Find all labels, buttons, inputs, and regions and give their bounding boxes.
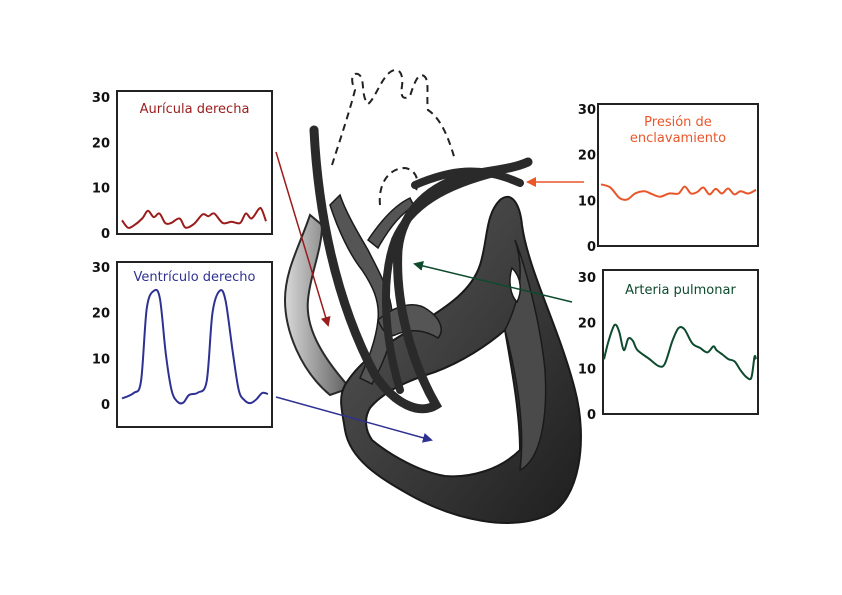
panel-title: Arteria pulmonar — [625, 283, 736, 298]
heart-illustration — [283, 69, 582, 524]
pressure-trace — [121, 206, 267, 229]
vena-cava — [283, 213, 352, 397]
y-tick-label: 20 — [92, 307, 110, 322]
arrow-arteria-pulmonar — [413, 261, 573, 303]
panel-title: enclavamiento — [630, 131, 726, 146]
panel-frame — [597, 103, 759, 247]
panel-frame — [602, 269, 759, 415]
y-tick-label: 30 — [92, 261, 110, 276]
panel-frame — [116, 90, 273, 235]
y-tick-label: 30 — [578, 103, 596, 118]
aorta-dashed-outline — [331, 69, 456, 166]
swan-ganz-catheter — [309, 125, 533, 414]
y-tick-label: 0 — [101, 227, 110, 242]
swan-ganz-catheter-inner — [381, 168, 502, 394]
y-tick-label: 20 — [578, 149, 596, 164]
arrow-ventriculo-derecho — [275, 396, 433, 443]
panel-rv: Ventrículo derecho 30 20 10 0 — [92, 261, 273, 428]
y-tick-label: 0 — [587, 408, 596, 423]
pulmonary-artery-branch — [411, 167, 524, 189]
y-tick-label: 10 — [578, 362, 596, 377]
left-ventricle-papillary — [509, 266, 522, 304]
panel-ra: Aurícula derecha 30 20 10 0 — [92, 90, 273, 242]
panel-title: Aurícula derecha — [140, 102, 250, 117]
panel-frame — [116, 261, 273, 428]
panel-title: Presión de — [644, 115, 712, 130]
y-tick-label: 10 — [92, 352, 110, 367]
y-tick-label: 0 — [587, 240, 596, 255]
septum — [504, 239, 547, 472]
arrow-auricula-derecha — [275, 151, 331, 327]
y-tick-label: 20 — [578, 317, 596, 332]
pressure-trace — [600, 183, 757, 201]
pressure-trace — [121, 288, 269, 405]
y-tick-label: 30 — [92, 91, 110, 106]
panel-pa: Arteria pulmonar 30 20 10 0 — [578, 269, 759, 423]
y-tick-label: 0 — [101, 398, 110, 413]
right-atrium-wall — [329, 193, 394, 385]
y-tick-label: 30 — [578, 271, 596, 286]
right-ventricle-cavity — [365, 328, 522, 478]
panel-title: Ventrículo derecho — [134, 270, 256, 285]
y-tick-label: 20 — [92, 136, 110, 151]
y-tick-label: 10 — [578, 194, 596, 209]
pressure-trace — [603, 323, 757, 381]
y-tick-label: 10 — [92, 182, 110, 197]
